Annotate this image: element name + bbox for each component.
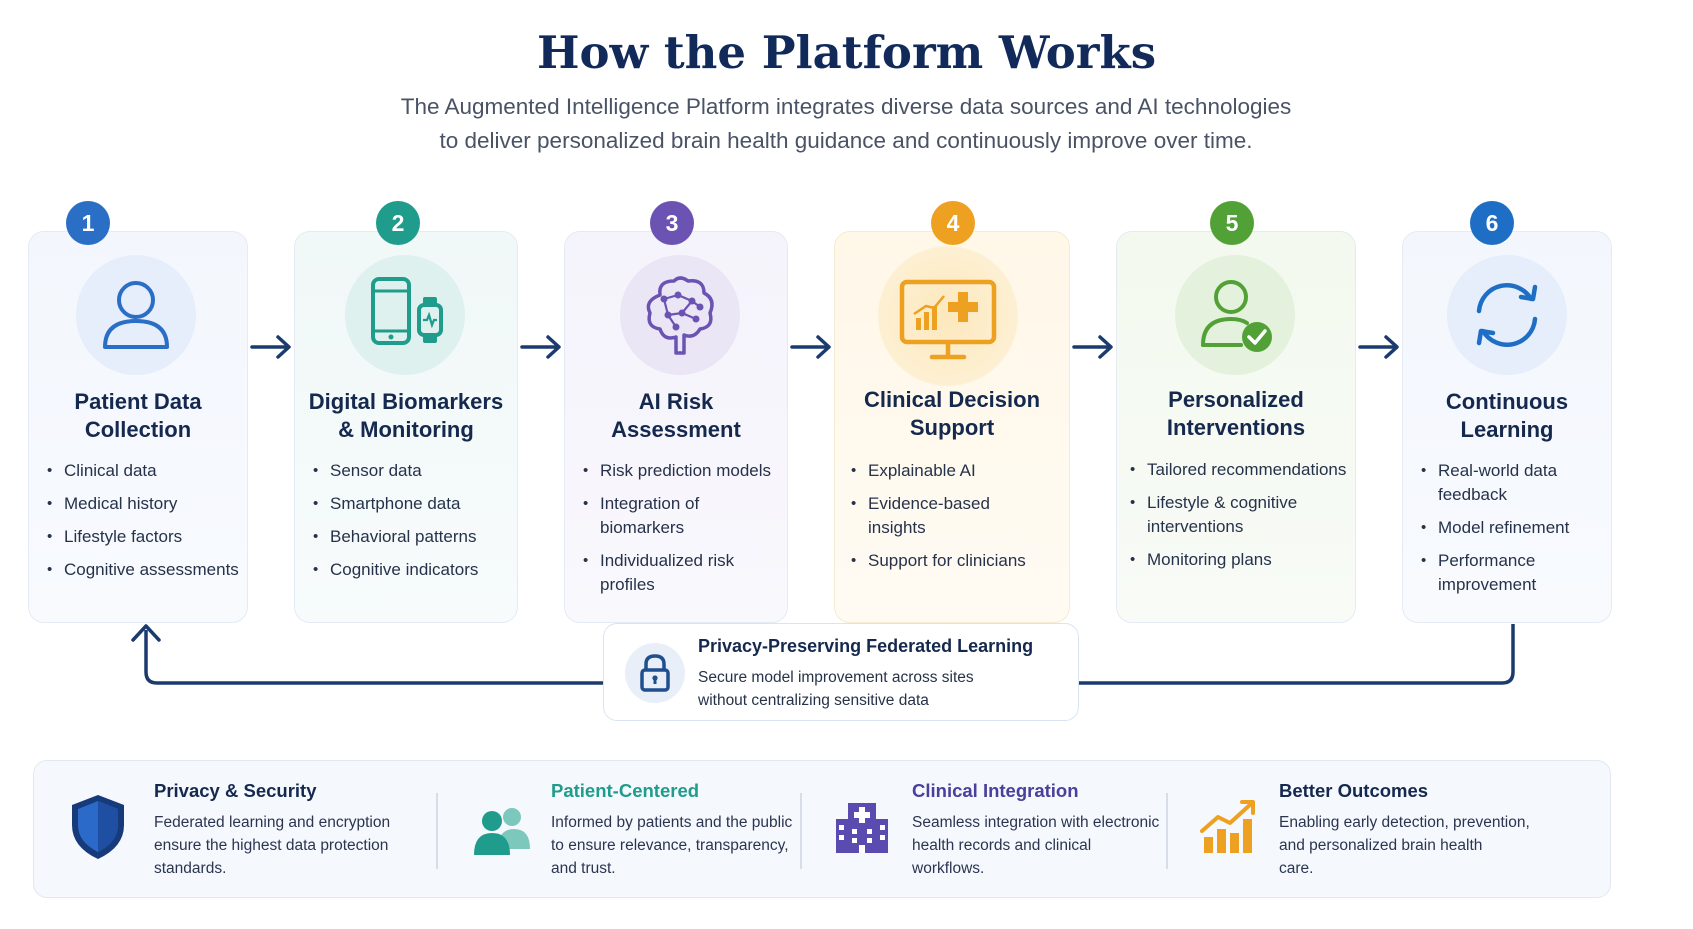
divider [1166,793,1168,869]
feature-description: Informed by patients and the public to e… [551,814,793,877]
step-number-badge: 2 [376,201,420,245]
page-subtitle: The Augmented Intelligence Platform inte… [246,90,1446,158]
feature-title: Better Outcomes [1279,780,1429,801]
smartphone-watch-icon [371,277,443,345]
subtitle-line: The Augmented Intelligence Platform inte… [400,94,1292,119]
flow-arrow-icon [1072,335,1113,359]
step-card-3: AI Risk Assessment Risk prediction model… [564,231,788,623]
list-item: Lifestyle factors [47,525,239,549]
step-number-badge: 3 [650,201,694,245]
step-title: AI Risk Assessment [611,389,741,442]
people-icon [474,808,530,855]
step-icon-circle [76,255,196,375]
list-item: Medical history [47,492,239,516]
list-item: Monitoring plans [1130,548,1346,572]
step-items: Clinical data Medical history Lifestyle … [47,459,239,591]
step-card-1: Patient Data Collection Clinical data Me… [28,231,248,623]
federated-description: Secure model improvement across sites wi… [698,669,974,709]
person-icon [103,281,169,349]
list-item: Tailored recommendations [1130,458,1346,482]
brain-network-icon [646,276,714,355]
step-number-badge: 4 [931,201,975,245]
flow-arrow-icon [790,335,831,359]
step-title: Clinical Decision Support [863,387,1041,440]
step-title: Continuous Learning [1445,389,1569,442]
list-item: Sensor data [313,459,478,483]
step-items: Tailored recommendations Lifestyle & cog… [1130,458,1346,581]
step-card-6: Continuous Learning Real-world datafeedb… [1402,231,1612,623]
list-item: Behavioral patterns [313,525,478,549]
list-item: Support for clinicians [851,549,1026,573]
features-panel: Privacy & Security Federated learning an… [33,760,1611,898]
step-number-badge: 1 [66,201,110,245]
shield-icon [72,795,124,859]
step-number-badge: 6 [1470,201,1514,245]
list-item: Explainable AI [851,459,1026,483]
step-icon-circle [620,255,740,375]
step-title: Personalized Interventions [1166,387,1306,440]
step-card-2: Digital Biomarkers & Monitoring Sensor d… [294,231,518,623]
step-title: Digital Biomarkers & Monitoring [308,389,504,442]
flow-arrow-icon [520,335,561,359]
list-item: Clinical data [47,459,239,483]
step-icon-circle [1175,255,1295,375]
monitor-medical-icon [899,279,997,360]
divider [800,793,802,869]
step-card-5: Personalized Interventions Tailored reco… [1116,231,1356,623]
list-item: Model refinement [1421,516,1569,540]
refresh-cycle-icon [1476,283,1538,347]
feature-privacy-security: Privacy & Security Federated learning an… [34,761,434,899]
list-item: Cognitive assessments [47,558,239,582]
feature-title: Clinical Integration [912,780,1079,801]
feature-better-outcomes: Better Outcomes Enabling early detection… [1168,761,1608,899]
divider [436,793,438,869]
step-number-badge: 5 [1210,201,1254,245]
feature-description: Seamless integration with electronic hea… [912,814,1160,877]
step-title: Patient Data Collection [74,389,202,442]
page-title: How the Platform Works [536,26,1157,79]
feature-title: Patient-Centered [551,780,700,801]
federated-title: Privacy-Preserving Federated Learning [698,636,1034,656]
list-item: Cognitive indicators [313,558,478,582]
list-item: Smartphone data [313,492,478,516]
list-item: Risk prediction models [583,459,771,483]
feature-clinical-integration: Clinical Integration Seamless integratio… [802,761,1164,899]
feature-description: Enabling early detection, prevention, an… [1279,814,1530,877]
lock-icon [625,643,685,703]
person-check-icon [1201,280,1272,352]
step-items: Risk prediction models Integration ofbio… [583,459,771,606]
feature-patient-centered: Patient-Centered Informed by patients an… [438,761,798,899]
feature-title: Privacy & Security [154,780,317,801]
step-card-4: Clinical Decision Support Explainable AI… [834,231,1070,623]
feature-description: Federated learning and encryption ensure… [154,814,391,877]
step-icon-circle [345,255,465,375]
flow-arrow-icon [250,335,291,359]
federated-learning-box: Privacy-Preserving Federated Learning Se… [603,623,1079,721]
flow-arrow-icon [1358,335,1399,359]
hospital-icon [836,803,888,853]
step-icon-circle [878,246,1018,386]
step-items: Sensor data Smartphone data Behavioral p… [313,459,478,591]
subtitle-line: to deliver personalized brain health gui… [439,128,1253,153]
growth-chart-icon [1200,800,1255,853]
step-icon-circle [1447,255,1567,375]
